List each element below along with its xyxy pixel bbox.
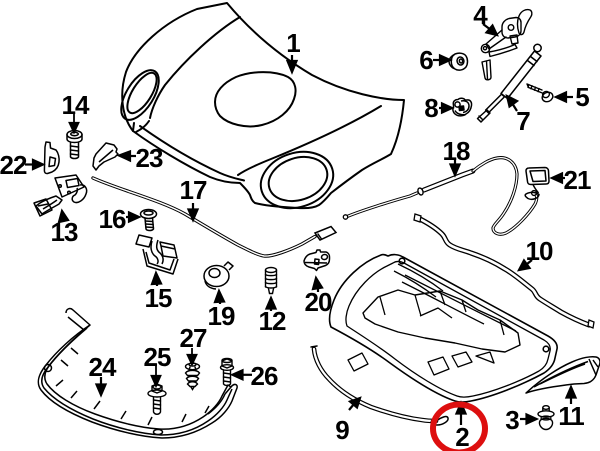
svg-text:8: 8 (424, 93, 438, 123)
svg-text:26: 26 (251, 361, 278, 391)
svg-text:3: 3 (505, 405, 519, 435)
svg-text:16: 16 (99, 204, 126, 234)
svg-text:19: 19 (208, 301, 235, 331)
svg-text:27: 27 (180, 323, 207, 353)
svg-text:20: 20 (305, 287, 332, 317)
svg-text:17: 17 (180, 175, 207, 205)
svg-text:4: 4 (473, 0, 488, 30)
svg-text:1: 1 (286, 28, 300, 58)
svg-text:21: 21 (564, 165, 591, 195)
svg-text:18: 18 (443, 136, 470, 166)
svg-text:9: 9 (335, 415, 349, 445)
svg-text:5: 5 (575, 82, 589, 112)
svg-text:10: 10 (526, 236, 553, 266)
svg-text:2: 2 (455, 422, 469, 451)
svg-text:24: 24 (89, 352, 117, 382)
svg-text:7: 7 (516, 106, 530, 136)
svg-text:23: 23 (136, 143, 163, 173)
svg-text:14: 14 (62, 90, 90, 120)
svg-text:12: 12 (259, 306, 286, 336)
svg-text:13: 13 (51, 217, 78, 247)
svg-text:11: 11 (558, 401, 584, 431)
svg-text:25: 25 (144, 342, 171, 372)
svg-text:6: 6 (419, 45, 433, 75)
svg-text:15: 15 (145, 283, 172, 313)
svg-text:22: 22 (0, 150, 27, 180)
